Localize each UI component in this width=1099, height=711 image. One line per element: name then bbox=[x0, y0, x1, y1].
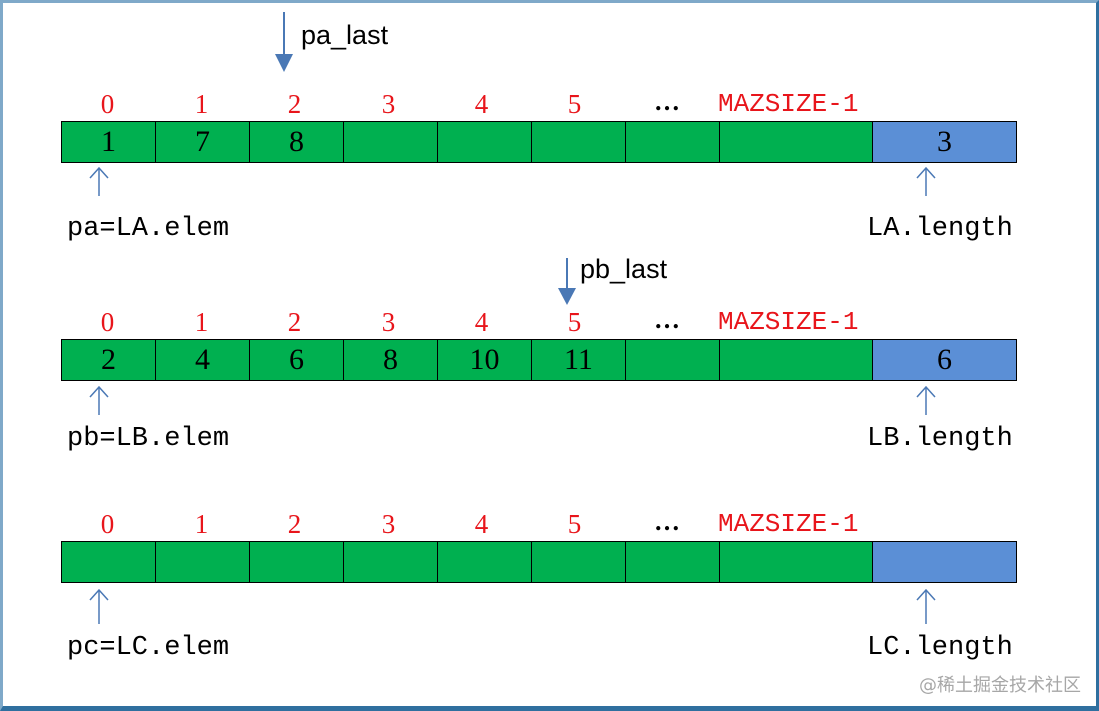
index-label: 4 bbox=[474, 89, 489, 119]
array-cell bbox=[155, 541, 249, 583]
array-cell bbox=[531, 121, 625, 163]
watermark: @稀土掘金技术社区 bbox=[919, 675, 1081, 696]
array-cell: 6 bbox=[249, 339, 343, 381]
index-label: 0 bbox=[100, 89, 115, 119]
index-label: 2 bbox=[287, 509, 302, 539]
array-cell: 11 bbox=[531, 339, 625, 381]
index-label: 3 bbox=[381, 89, 396, 119]
array-cell bbox=[625, 121, 719, 163]
pb-last-arrow-icon bbox=[558, 258, 576, 305]
la-length-arrow-icon bbox=[916, 166, 936, 196]
array-cell: 4 bbox=[155, 339, 249, 381]
index-label: 3 bbox=[381, 307, 396, 337]
lb-length-arrow-icon bbox=[916, 385, 936, 415]
pa-last-arrow-icon bbox=[275, 12, 293, 72]
length-cell: 3 bbox=[872, 121, 1017, 163]
array-c-row bbox=[61, 541, 1017, 583]
ellipsis: … bbox=[654, 305, 681, 334]
index-label: 3 bbox=[381, 509, 396, 539]
pb-last-label: pb_last bbox=[580, 254, 668, 284]
max-index-label: MAZSIZE-1 bbox=[718, 307, 859, 337]
lc-length-label: LC.length bbox=[867, 633, 1013, 663]
max-index-label: MAZSIZE-1 bbox=[718, 89, 859, 119]
array-cell: 8 bbox=[249, 121, 343, 163]
index-label: 4 bbox=[474, 509, 489, 539]
pc-arrow-icon bbox=[89, 588, 109, 624]
la-length-label: LA.length bbox=[867, 214, 1013, 244]
array-cell bbox=[719, 541, 872, 583]
array-cell bbox=[437, 541, 531, 583]
length-cell: 6 bbox=[872, 339, 1017, 381]
array-cell: 8 bbox=[343, 339, 437, 381]
array-cell bbox=[343, 541, 437, 583]
lc-length-arrow-icon bbox=[916, 588, 936, 624]
index-label: 1 bbox=[194, 307, 209, 337]
index-label: 1 bbox=[194, 509, 209, 539]
array-cell bbox=[249, 541, 343, 583]
array-cell bbox=[437, 121, 531, 163]
array-cell bbox=[531, 541, 625, 583]
index-label: 2 bbox=[287, 307, 302, 337]
array-cell: 2 bbox=[61, 339, 155, 381]
index-label: 5 bbox=[567, 509, 582, 539]
index-label: 0 bbox=[100, 307, 115, 337]
ellipsis: … bbox=[654, 507, 681, 536]
array-cell bbox=[719, 339, 872, 381]
index-label: 2 bbox=[287, 89, 302, 119]
array-b-row: 2 4 6 8 10 11 6 bbox=[61, 339, 1017, 381]
array-cell: 1 bbox=[61, 121, 155, 163]
array-cell bbox=[61, 541, 155, 583]
index-label: 5 bbox=[567, 307, 582, 337]
array-cell: 7 bbox=[155, 121, 249, 163]
pa-base-label: pa=LA.elem bbox=[67, 214, 230, 244]
index-label: 4 bbox=[474, 307, 489, 337]
max-index-label: MAZSIZE-1 bbox=[718, 509, 859, 539]
pb-arrow-icon bbox=[89, 385, 109, 415]
index-label: 1 bbox=[194, 89, 209, 119]
lb-length-label: LB.length bbox=[867, 424, 1013, 454]
ellipsis: … bbox=[654, 87, 681, 116]
array-cell bbox=[343, 121, 437, 163]
index-label: 0 bbox=[100, 509, 115, 539]
array-cell: 10 bbox=[437, 339, 531, 381]
array-cell bbox=[625, 339, 719, 381]
array-cell bbox=[719, 121, 872, 163]
index-label: 5 bbox=[567, 89, 582, 119]
pb-base-label: pb=LB.elem bbox=[67, 424, 230, 454]
array-a-row: 1 7 8 3 bbox=[61, 121, 1017, 163]
pc-base-label: pc=LC.elem bbox=[67, 633, 230, 663]
pa-arrow-icon bbox=[89, 166, 109, 196]
pa-last-label: pa_last bbox=[301, 20, 389, 50]
array-cell bbox=[625, 541, 719, 583]
length-cell bbox=[872, 541, 1017, 583]
